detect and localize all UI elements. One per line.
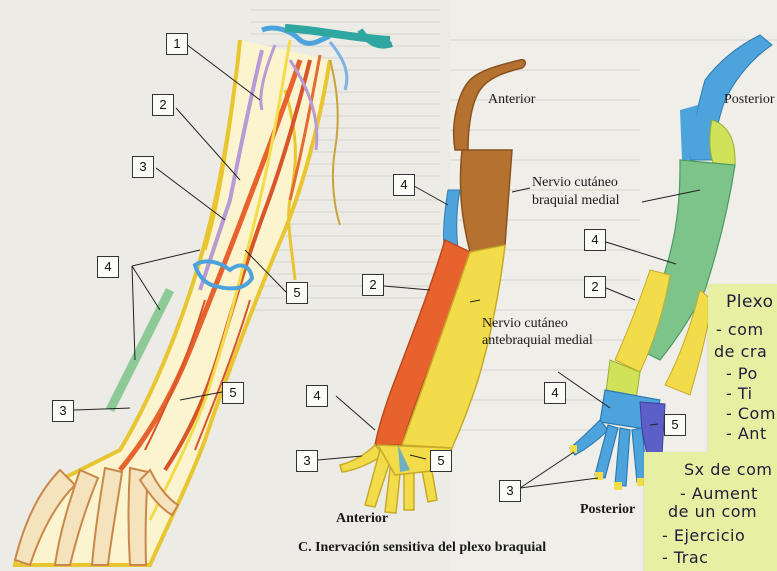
- label-box-left-3-bottom: 3: [52, 400, 74, 422]
- label-box-mid-4-bottom: 4: [306, 385, 328, 407]
- note2-line-2: de un com: [668, 502, 757, 521]
- note1-line-1: - com: [716, 320, 764, 339]
- label-box-right-2: 2: [584, 276, 606, 298]
- view-label-anterior-top: Anterior: [488, 92, 535, 108]
- note1-line-5: - Com: [726, 404, 776, 423]
- note2-line-1: - Aument: [680, 484, 758, 503]
- view-label-anterior-bottom: Anterior: [336, 511, 388, 527]
- note2-line-4: - Trac: [662, 548, 708, 567]
- label-box-left-4: 4: [97, 256, 119, 278]
- label-box-right-5: 5: [664, 414, 686, 436]
- label-cutaneo-antebraquial-line1: Nervio cutáneo: [482, 316, 568, 332]
- view-label-posterior-bottom: Posterior: [580, 502, 635, 518]
- label-box-mid-2: 2: [362, 274, 384, 296]
- note1-line-6: - Ant: [726, 424, 767, 443]
- label-box-left-2: 2: [152, 94, 174, 116]
- figure-caption: C. Inervación sensitiva del plexo braqui…: [298, 540, 546, 556]
- note2-line-3: - Ejercicio: [662, 526, 745, 545]
- label-box-mid-5: 5: [430, 450, 452, 472]
- note1-line-4: - Ti: [726, 384, 753, 403]
- label-box-left-1: 1: [166, 33, 188, 55]
- sticky-note-1: Plexo - com de cra - Po - Ti - Com - Ant: [708, 284, 777, 456]
- label-cutaneo-braquial-line1: Nervio cutáneo: [532, 175, 618, 191]
- label-box-right-3: 3: [499, 480, 521, 502]
- label-cutaneo-antebraquial-line2: antebraquial medial: [482, 333, 593, 349]
- note1-line-0: Plexo: [726, 292, 774, 312]
- label-box-mid-3: 3: [296, 450, 318, 472]
- label-cutaneo-braquial-line2: braquial medial: [532, 193, 619, 209]
- note1-line-2: de cra: [714, 342, 767, 361]
- note2-line-0: Sx de com: [684, 460, 772, 479]
- label-box-left-3-top: 3: [132, 156, 154, 178]
- label-box-right-4-top: 4: [584, 229, 606, 251]
- label-box-left-5-top: 5: [286, 282, 308, 304]
- label-box-right-4-bottom: 4: [544, 382, 566, 404]
- note1-line-3: - Po: [726, 364, 758, 383]
- sticky-note-2: Sx de com - Aument de un com - Ejercicio…: [644, 452, 777, 571]
- label-box-left-5-bottom: 5: [222, 382, 244, 404]
- view-label-posterior-top: Posterior: [724, 92, 775, 108]
- label-box-mid-4-top: 4: [393, 174, 415, 196]
